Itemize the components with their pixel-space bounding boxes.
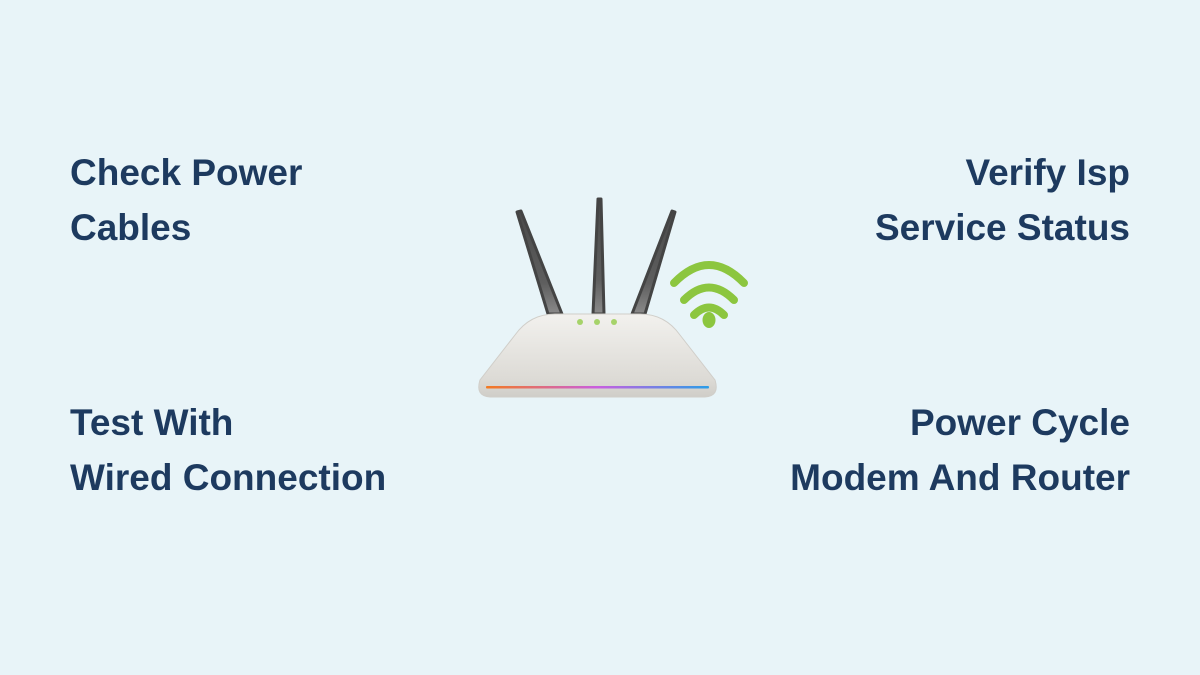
tip-line: Check Power: [70, 152, 303, 193]
led-strip: [486, 386, 709, 389]
tip-line: Service Status: [874, 207, 1130, 248]
tip-check-power-cables: Check Power Cables: [70, 145, 302, 255]
tip-line: Power Cycle: [909, 402, 1130, 443]
antenna-icons: [515, 197, 677, 316]
tip-line: Modem And Router: [790, 457, 1130, 498]
wifi-signal-icon: [670, 261, 748, 319]
tip-line: Cables: [70, 207, 192, 248]
status-lights: [577, 319, 617, 325]
tip-line: Test With: [70, 402, 234, 443]
tip-line: Verify Isp: [965, 152, 1130, 193]
tip-power-cycle: Power Cycle Modem And Router: [790, 395, 1130, 505]
tip-verify-isp-status: Verify Isp Service Status: [875, 145, 1130, 255]
tip-test-wired-connection: Test With Wired Connection: [70, 395, 386, 505]
tip-line: Wired Connection: [70, 457, 387, 498]
